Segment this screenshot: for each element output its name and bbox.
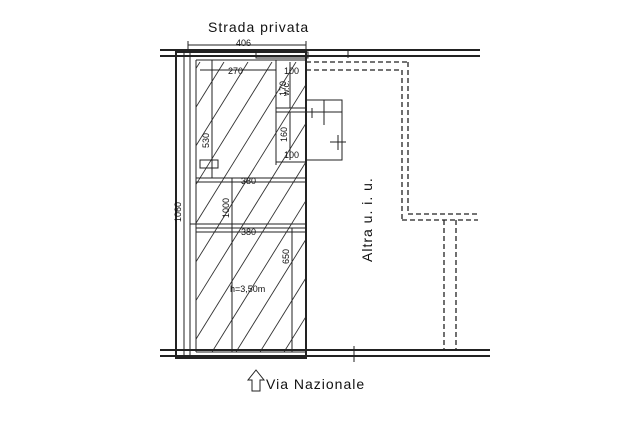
entrance-arrow-icon: [246, 369, 266, 392]
wc-label: w.c.: [281, 80, 291, 97]
hatch-line: [196, 62, 249, 147]
hatch-line: [196, 161, 306, 340]
neighbor-unit-outline: [305, 61, 478, 350]
hatch-line: [596, 62, 640, 352]
street-bottom-label: Via Nazionale: [266, 376, 365, 392]
dim-total-width: 406: [236, 38, 251, 48]
neighbor-label: Altra u. i. u.: [359, 177, 375, 262]
dim-total-depth: 1060: [173, 202, 183, 222]
dimension-lines: [183, 41, 355, 362]
hatch-line: [356, 62, 536, 352]
dim-upper-depth: 530: [201, 133, 211, 148]
hatch-line: [196, 62, 297, 224]
hatch-line: [259, 277, 306, 352]
hatch-line: [452, 62, 632, 352]
wc-block: [275, 59, 343, 163]
hatch-line: [476, 62, 640, 352]
dim-mid-width-1: 380: [241, 176, 256, 186]
hatch-line: [572, 62, 640, 352]
hatch-line: [548, 62, 640, 352]
hatch-line: [211, 199, 306, 352]
hatch-line: [500, 62, 640, 352]
main-walls: [175, 51, 307, 359]
dim-top-room-width: 270: [228, 66, 243, 76]
dim-lower-depth: 650: [281, 249, 291, 264]
hatch-line: [196, 83, 306, 263]
dim-anteroom-depth: 160: [279, 127, 289, 142]
hatch-line: [524, 62, 640, 352]
dim-wc-depth: 170: [278, 81, 288, 96]
hatch-line: [235, 238, 306, 352]
dim-wc-width: 100: [284, 66, 299, 76]
height-note: h=3,50m: [230, 284, 265, 294]
street-boundaries: [160, 49, 490, 357]
dim-mid-width-2: 380: [241, 227, 256, 237]
hatch-line: [0, 62, 176, 352]
dim-inner-depth: 1000: [221, 198, 231, 218]
hatched-area: [0, 62, 640, 352]
hatch-line: [196, 62, 225, 108]
hatch-line: [196, 62, 273, 186]
dim-anteroom-width: 100: [284, 150, 299, 160]
hatch-line: [380, 62, 560, 352]
street-top-label: Strada privata: [208, 19, 309, 35]
hatch-line: [428, 62, 608, 352]
hatch-line: [404, 62, 584, 352]
hatch-line: [308, 62, 488, 352]
hatch-line: [196, 122, 306, 302]
